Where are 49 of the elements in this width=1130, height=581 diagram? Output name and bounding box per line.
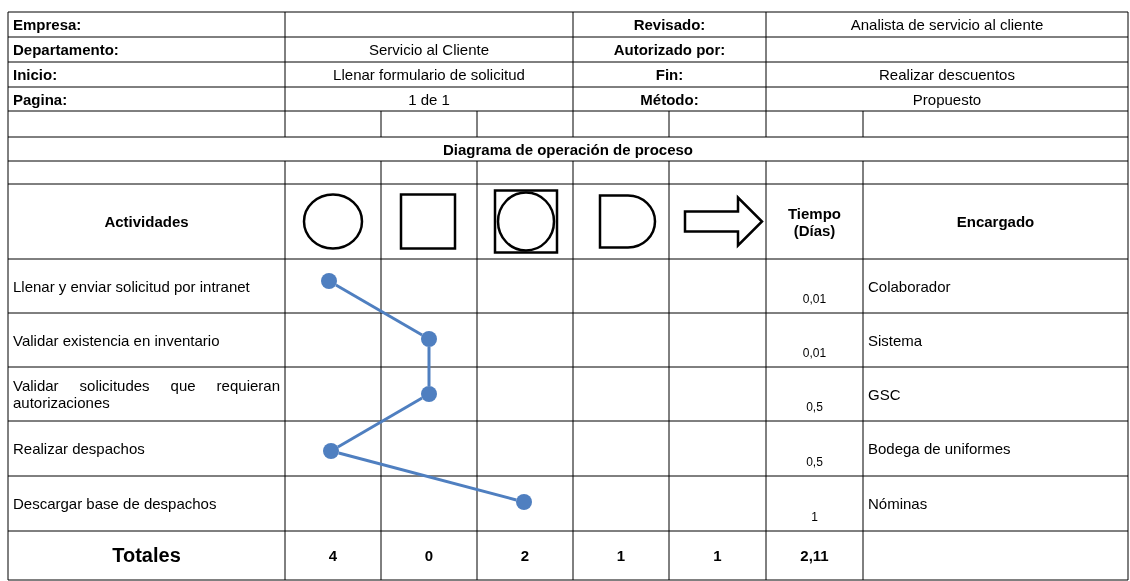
time-value: 0,5 xyxy=(805,455,824,470)
total-value: 2,11 xyxy=(799,547,830,564)
activity-text: Validar existencia en inventario xyxy=(13,331,221,349)
field-label: Autorizado por: xyxy=(612,41,727,58)
point-marker xyxy=(321,273,337,289)
field-label: Empresa: xyxy=(13,16,83,33)
field-value: Analista de servicio al cliente xyxy=(849,16,1045,33)
point-marker xyxy=(516,494,532,510)
total-value: 0 xyxy=(423,547,435,564)
total-value: 1 xyxy=(615,547,627,564)
field-label: Inicio: xyxy=(13,66,59,83)
field-label: Departamento: xyxy=(13,41,120,58)
total-value: 2 xyxy=(519,547,531,564)
field-label: Fin: xyxy=(654,66,685,83)
time-value: 0,5 xyxy=(805,400,824,415)
responsible-text: Colaborador xyxy=(868,277,952,295)
activity-text: Realizar despachos xyxy=(13,440,146,457)
column-header: Encargado xyxy=(955,213,1036,230)
column-header: Tiempo (Días) xyxy=(786,204,843,239)
field-value: 1 de 1 xyxy=(407,90,451,108)
activity-text: Validar solicitudes que requieran autorizaciones xyxy=(13,377,280,411)
column-header: Actividades xyxy=(103,213,190,230)
point-marker xyxy=(323,443,339,459)
total-value: 1 xyxy=(712,547,723,564)
connector-line xyxy=(335,283,423,337)
field-value: Llenar formulario de solicitud xyxy=(332,66,526,83)
field-value: Servicio al Cliente xyxy=(367,41,491,58)
total-value: 4 xyxy=(327,547,339,564)
connector-line xyxy=(337,396,423,449)
activity-text: Llenar y enviar solicitud por intranet xyxy=(13,277,251,295)
responsible-text: Bodega de uniformes xyxy=(868,440,1012,457)
responsible-text: Nóminas xyxy=(868,495,929,512)
responsible-text: GSC xyxy=(868,385,902,403)
time-value: 0,01 xyxy=(801,346,828,361)
totals-label: Totales xyxy=(111,544,182,567)
field-label: Revisado: xyxy=(632,16,707,33)
field-value: Propuesto xyxy=(911,90,983,108)
field-value: Realizar descuentos xyxy=(878,66,1016,83)
activity-text: Descargar base de despachos xyxy=(13,495,218,512)
connector-line xyxy=(427,347,431,386)
field-label: Pagina: xyxy=(13,90,69,108)
connector-line xyxy=(338,451,517,502)
time-value: 0,01 xyxy=(801,292,828,307)
field-label: Método: xyxy=(639,90,700,108)
responsible-text: Sistema xyxy=(868,331,924,349)
point-marker xyxy=(421,386,437,402)
table-title: Diagrama de operación de proceso xyxy=(441,140,695,158)
time-value: 1 xyxy=(810,510,819,525)
point-marker xyxy=(421,331,437,347)
